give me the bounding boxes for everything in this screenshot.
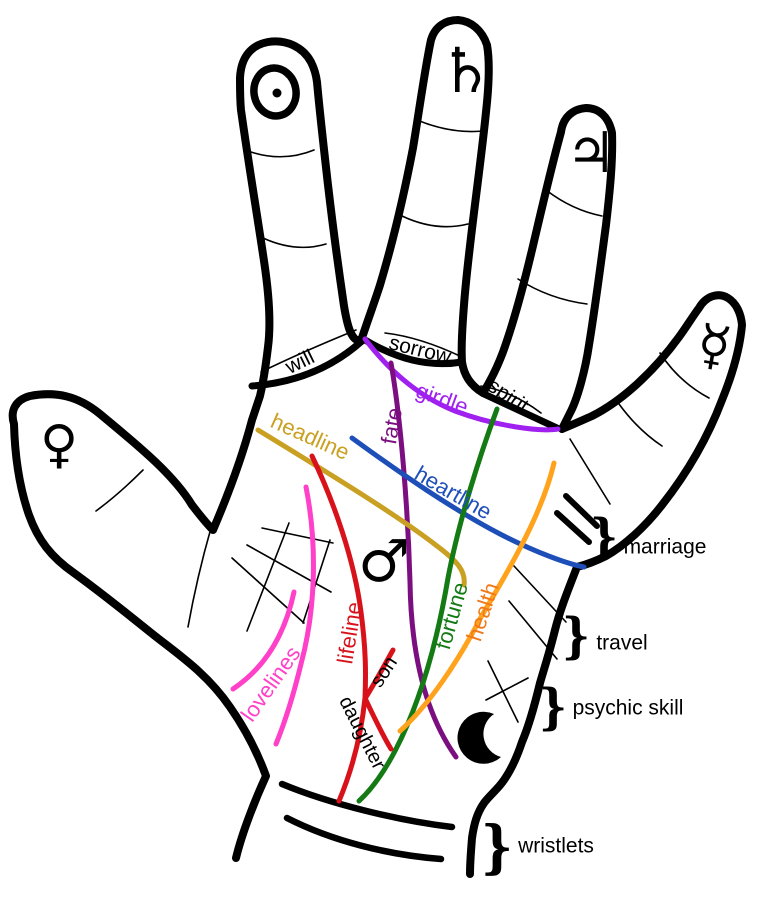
headline-line [255, 427, 467, 588]
marriage-label: marriage [623, 535, 707, 559]
lifeline-line [309, 453, 369, 804]
daughter-line [362, 695, 394, 752]
psychic-skill-label: psychic skill [572, 696, 684, 720]
marriage-marks [554, 493, 600, 545]
jupiter-icon: ♃ [565, 121, 617, 186]
fate-line [388, 360, 459, 760]
sorrow-mount-crease [384, 332, 463, 358]
heartline-line [349, 435, 587, 570]
grille-line [231, 557, 305, 624]
moon-icon [457, 711, 501, 764]
will-base-arc [248, 336, 367, 390]
fortune-line [356, 406, 500, 804]
thumb-knuckle-crease [95, 469, 144, 512]
pinky-knuckle-crease [618, 403, 663, 447]
knuckle-creases [95, 119, 710, 628]
ring-knuckle-crease [545, 189, 603, 217]
travel-label: travel [596, 631, 648, 655]
health-line [397, 460, 557, 734]
wristlets-brace: } [480, 812, 514, 881]
finger-base-arcs [248, 336, 561, 432]
marriage-line [554, 510, 592, 545]
index-knuckle-crease [247, 149, 315, 158]
grille-line [246, 522, 290, 632]
wristlet-line [283, 814, 445, 863]
sorrow-base-arc [361, 336, 466, 368]
wristlet-lines [278, 780, 456, 863]
ring-knuckle-crease [517, 278, 588, 305]
middle-knuckle-crease [416, 119, 484, 133]
loveline [230, 589, 297, 692]
palm-thin-marks [231, 522, 567, 723]
will-mount-crease [260, 329, 357, 373]
grille-line [261, 527, 334, 544]
travel-line [508, 600, 558, 660]
son-line [363, 647, 396, 700]
spirit-base-arc [480, 390, 561, 432]
wristlets-label: wristlets [518, 834, 594, 858]
mars-icon: ♂ [358, 527, 410, 595]
pinky-base-crease [569, 438, 611, 505]
thenar-crease [187, 527, 212, 628]
wristlet-line [278, 780, 456, 831]
grille-line [302, 539, 331, 624]
marriage-brace: } [589, 509, 619, 566]
saturn-icon: ♄ [438, 34, 494, 107]
psychic-cross-line [485, 677, 529, 701]
spirit-mount-crease [480, 385, 542, 414]
marriage-line [563, 493, 600, 529]
venus-icon: ♀ [39, 415, 79, 475]
travel-brace: } [561, 608, 591, 665]
pinky-knuckle-crease [659, 352, 710, 399]
psychic-skill-brace: } [538, 679, 568, 736]
index-knuckle-crease [262, 237, 327, 249]
middle-knuckle-crease [401, 215, 469, 228]
sun-icon [250, 64, 300, 120]
hand-outline [8, 16, 746, 878]
travel-line [513, 565, 567, 623]
grille-line [246, 544, 332, 593]
loveline [273, 484, 316, 747]
